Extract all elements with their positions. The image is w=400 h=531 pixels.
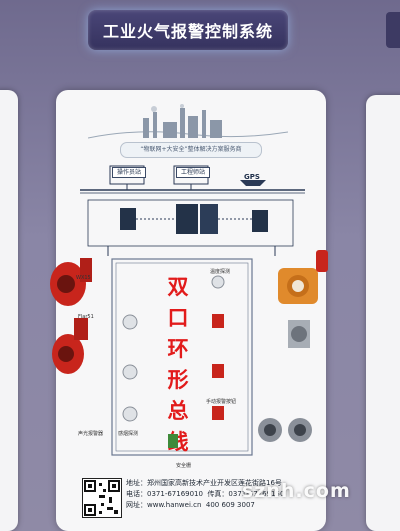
company-contact-info: 地址：郑州国家高新技术产业开发区莲花街路16号 电话：0371-67169010… <box>126 478 284 511</box>
loop-char-1: 双 <box>167 275 189 299</box>
ring-bus-loop <box>111 258 253 456</box>
factory-skyline-icon <box>88 104 288 139</box>
exhibit-title-banner: 工业火气报警控制系统 <box>88 10 288 50</box>
slogan-banner: “物联网+大安全”整体解决方案服务商 <box>120 142 262 158</box>
loop-char-3: 环 <box>167 337 189 361</box>
footer-address: 地址：郑州国家高新技术产业开发区莲花街路16号 <box>126 479 282 487</box>
right-banner-edge <box>386 12 400 48</box>
dual-port-ring-bus-label: 双 口 环 形 总 线 <box>163 272 193 458</box>
flame-detector-devices <box>50 258 92 374</box>
footer-website: 网址：www.hanwei.cn <box>126 501 202 509</box>
device-label-wx15: WX15 <box>76 275 91 281</box>
device-label-smoke: 感烟探测 <box>118 431 139 437</box>
loop-char-5: 总 <box>167 399 189 423</box>
engineer-station-node: 工程师站 <box>176 167 210 178</box>
engineer-station-label: 工程师站 <box>180 169 205 176</box>
display-board <box>56 90 326 531</box>
gps-label: GPS <box>244 173 260 181</box>
device-label-sound-light-alarm: 声光报警器 <box>78 431 104 437</box>
exhibit-title: 工业火气报警控制系统 <box>102 22 273 41</box>
device-label-flar51: Flar51 <box>78 314 94 320</box>
control-network-diagram <box>80 165 305 256</box>
device-label-temperature: 温度探测 <box>210 269 231 275</box>
watermark-text: sznh.com <box>242 480 351 502</box>
operator-station-node: 操作员站 <box>112 167 146 178</box>
device-label-barrier: 安全栅 <box>176 463 192 469</box>
footer-fax: 传真：0371-67169150 <box>207 490 285 498</box>
left-display-panel <box>0 90 18 531</box>
loop-char-2: 口 <box>167 306 189 330</box>
right-display-panel <box>366 95 400 531</box>
footer-hotline: 400 609 3007 <box>205 501 255 509</box>
loop-char-4: 形 <box>167 368 189 392</box>
openpro-gas-detectors <box>258 418 312 442</box>
operator-station-label: 操作员站 <box>116 169 141 176</box>
device-label-manual-alarm: 手动报警按钮 <box>206 399 237 405</box>
qr-code-image <box>82 478 122 518</box>
footer-phone: 电话：0371-67169010 <box>126 490 203 498</box>
loop-field-devices <box>122 275 225 448</box>
gas-detector-devices <box>278 250 328 348</box>
